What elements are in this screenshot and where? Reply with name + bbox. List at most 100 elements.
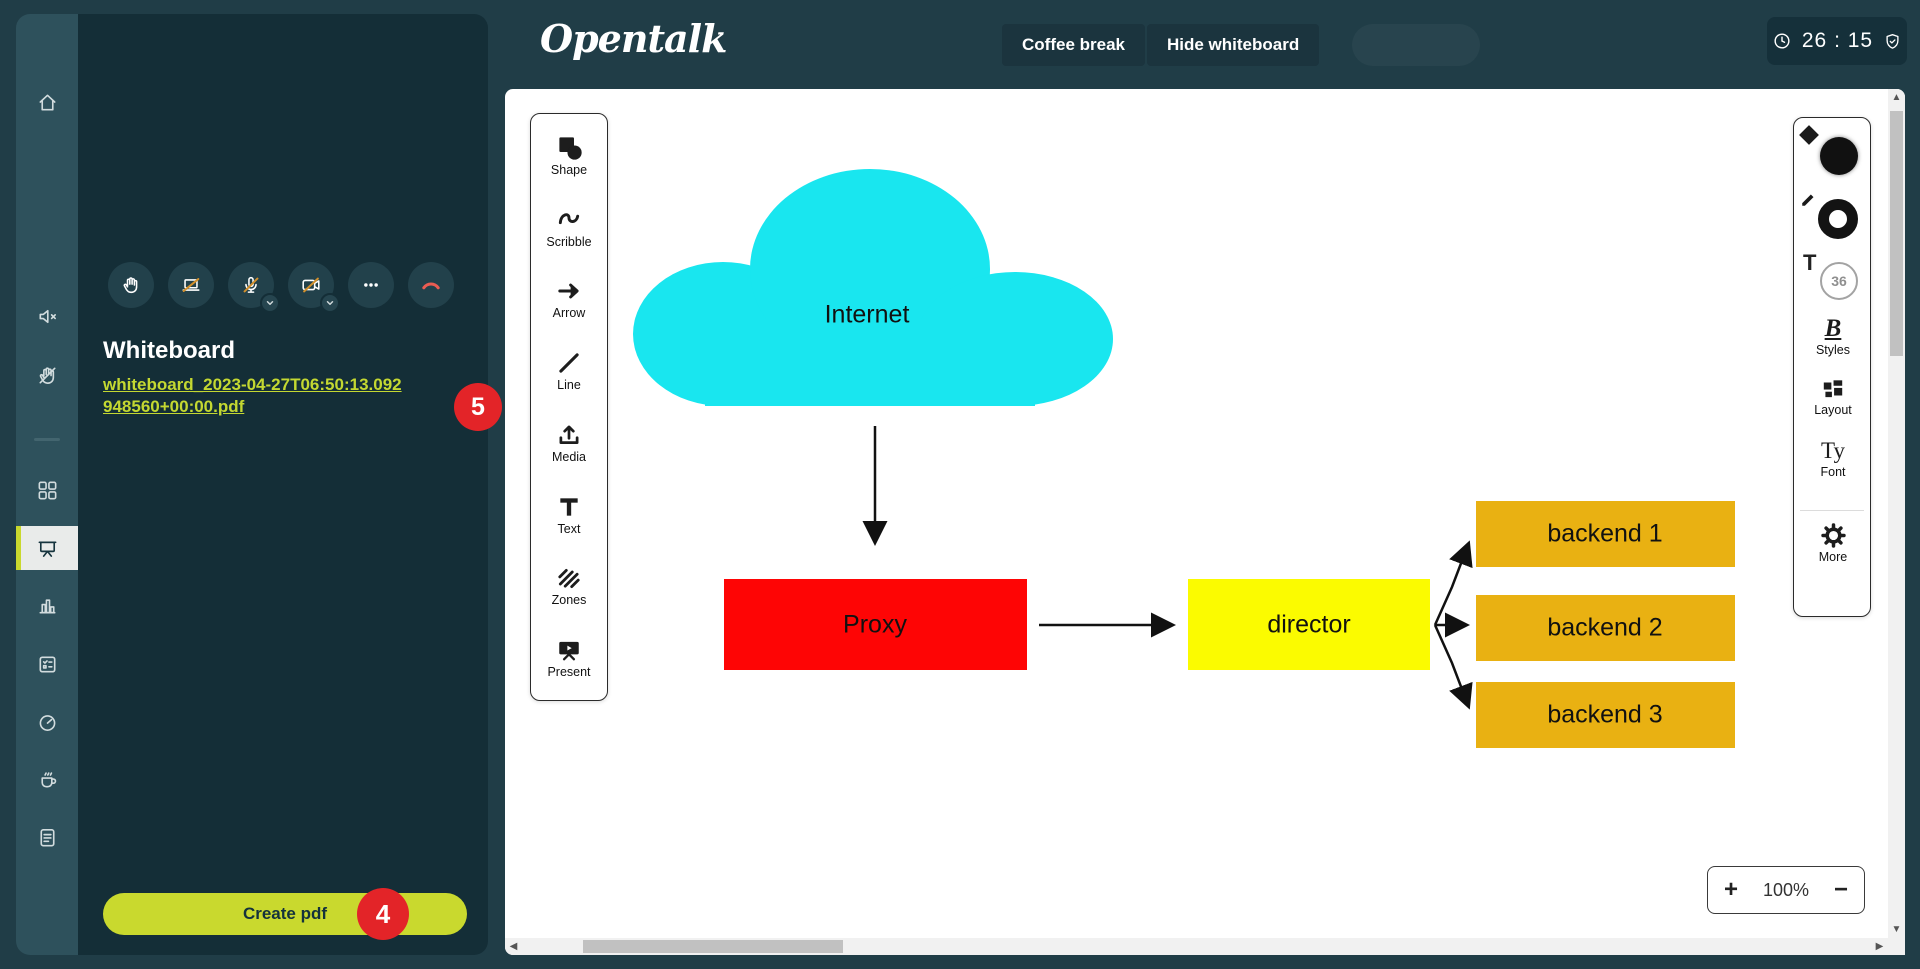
- scroll-up-arrow[interactable]: ▲: [1891, 92, 1902, 103]
- layout-button[interactable]: Layout: [1794, 376, 1872, 417]
- diagram-node-backend1[interactable]: [1476, 501, 1735, 567]
- edge-director-backend1[interactable]: [1433, 540, 1473, 626]
- diagram-label-backend1: backend 1: [1547, 520, 1662, 548]
- styles-button[interactable]: B Styles: [1794, 316, 1872, 358]
- tool-media[interactable]: Media: [531, 407, 607, 479]
- stroke-color-swatch[interactable]: [1818, 199, 1858, 239]
- tool-zones[interactable]: Zones: [531, 551, 607, 623]
- meeting-timer[interactable]: 26 : 15: [1767, 17, 1907, 65]
- sidebar-item-poll[interactable]: [16, 583, 78, 627]
- timer-icon: [39, 714, 55, 731]
- tool-label: Line: [557, 378, 581, 393]
- vertical-scrollbar: ▲ ▼: [1888, 89, 1905, 938]
- fill-color-swatch[interactable]: [1820, 137, 1858, 175]
- diagram-label-director: director: [1267, 611, 1350, 639]
- hide-whiteboard-button[interactable]: Hide whiteboard: [1147, 24, 1320, 66]
- sidebar-item-timer[interactable]: [16, 700, 78, 744]
- diagram-node-backend3[interactable]: [1476, 682, 1735, 748]
- diagram-label-internet: Internet: [825, 301, 910, 329]
- diagram-label-backend3: backend 3: [1547, 701, 1662, 729]
- tool-label: Arrow: [552, 306, 586, 321]
- more-options-icon: [364, 283, 378, 287]
- camera-options-chevron[interactable]: [320, 293, 340, 313]
- edge-director-backend3[interactable]: [1433, 624, 1473, 710]
- timer-value: 26 : 15: [1801, 29, 1874, 52]
- sidebar-item-whiteboard[interactable]: [16, 526, 78, 570]
- more-options-button[interactable]: [348, 262, 394, 308]
- text-icon: [560, 497, 578, 516]
- create-pdf-button[interactable]: Create pdf: [103, 893, 467, 935]
- font-label: Font: [1820, 465, 1846, 479]
- tool-text[interactable]: Text: [531, 479, 607, 551]
- sidebar-item-coffee-break[interactable]: [16, 757, 78, 801]
- scroll-down-arrow[interactable]: ▼: [1891, 924, 1902, 935]
- font-button[interactable]: Ty Font: [1794, 438, 1872, 479]
- protocol-icon: [39, 828, 55, 846]
- tool-label: Scribble: [546, 234, 592, 249]
- zoom-out-button[interactable]: −: [1833, 876, 1848, 903]
- clock-icon: [1774, 33, 1790, 49]
- camera-off-icon: [302, 277, 320, 293]
- whiteboard-drawing[interactable]: Internet Proxy director backend 1 backen…: [505, 89, 1905, 955]
- coffee-break-button[interactable]: Coffee break: [1002, 24, 1145, 66]
- zoom-level: 100%: [1762, 879, 1810, 900]
- diagram-node-internet[interactable]: [633, 169, 1113, 406]
- header-ghost-pill: [1352, 24, 1480, 66]
- more-label: More: [1818, 550, 1848, 564]
- microphone-off-button[interactable]: [228, 262, 280, 313]
- poll-icon: [38, 598, 56, 614]
- sidebar-item-protocol[interactable]: [16, 815, 78, 859]
- diagram-label-proxy: Proxy: [843, 611, 907, 639]
- tool-shape[interactable]: Shape: [531, 120, 607, 192]
- sidebar-item-speaker-muted[interactable]: [16, 294, 78, 338]
- scribble-icon: [558, 212, 580, 224]
- arrow-icon: [558, 283, 579, 299]
- stroke-color-selector[interactable]: [1794, 188, 1872, 246]
- create-pdf-step-badge: 4: [357, 888, 409, 940]
- microphone-options-chevron[interactable]: [260, 293, 280, 313]
- zones-icon: [558, 569, 580, 589]
- diagram-label-backend2: backend 2: [1547, 614, 1662, 642]
- tool-label: Media: [551, 449, 587, 464]
- shape-icon: [558, 137, 582, 161]
- screenshare-off-button[interactable]: [168, 262, 214, 308]
- hang-up-button[interactable]: [408, 262, 454, 308]
- fill-shape-icon: [1799, 125, 1819, 145]
- zoom-control: + 100% −: [1707, 866, 1865, 914]
- screenshare-off-icon: [182, 278, 200, 292]
- fill-color-selector[interactable]: [1794, 124, 1872, 182]
- diagram-node-proxy[interactable]: [724, 579, 1027, 670]
- whiteboard-pdf-link[interactable]: whiteboard_2023-04-27T06:50:13.092948560…: [103, 375, 402, 416]
- pdf-count-badge: 5: [454, 383, 502, 431]
- tool-scribble[interactable]: Scribble: [531, 192, 607, 264]
- tool-label: Text: [557, 521, 581, 536]
- navigation-rail: [16, 14, 78, 955]
- whiteboard-canvas[interactable]: Internet Proxy director backend 1 backen…: [505, 89, 1905, 955]
- layout-label: Layout: [1814, 403, 1852, 417]
- sidebar-item-legal-vote[interactable]: [16, 642, 78, 686]
- horizontal-scrollbar: ◀ ▶: [505, 938, 1888, 955]
- diagram-node-backend2[interactable]: [1476, 595, 1735, 661]
- tool-label: Present: [547, 665, 591, 680]
- layout-icon: [1823, 380, 1843, 398]
- rail-divider: [34, 438, 60, 441]
- hand-raise-off-icon: [38, 366, 56, 384]
- styles-label: Styles: [1815, 343, 1851, 357]
- coffee-break-icon: [40, 771, 56, 788]
- scroll-right-arrow[interactable]: ▶: [1875, 941, 1884, 952]
- scroll-left-arrow[interactable]: ◀: [509, 941, 518, 952]
- vertical-scroll-thumb[interactable]: [1890, 111, 1903, 356]
- font-size-selector[interactable]: T 36: [1794, 250, 1872, 310]
- tool-line[interactable]: Line: [531, 335, 607, 407]
- tool-arrow[interactable]: Arrow: [531, 264, 607, 336]
- raise-hand-button[interactable]: [108, 262, 154, 308]
- horizontal-scroll-thumb[interactable]: [583, 940, 843, 953]
- camera-off-button[interactable]: [288, 262, 340, 313]
- more-button[interactable]: More: [1794, 522, 1872, 564]
- diagram-node-director[interactable]: [1188, 579, 1430, 670]
- tool-present[interactable]: Present: [531, 622, 607, 694]
- zoom-in-button[interactable]: +: [1724, 876, 1739, 903]
- sidebar-item-grid-view[interactable]: [16, 468, 78, 512]
- sidebar-item-hand-raise-off[interactable]: [16, 353, 78, 397]
- sidebar-item-home[interactable]: [16, 80, 78, 124]
